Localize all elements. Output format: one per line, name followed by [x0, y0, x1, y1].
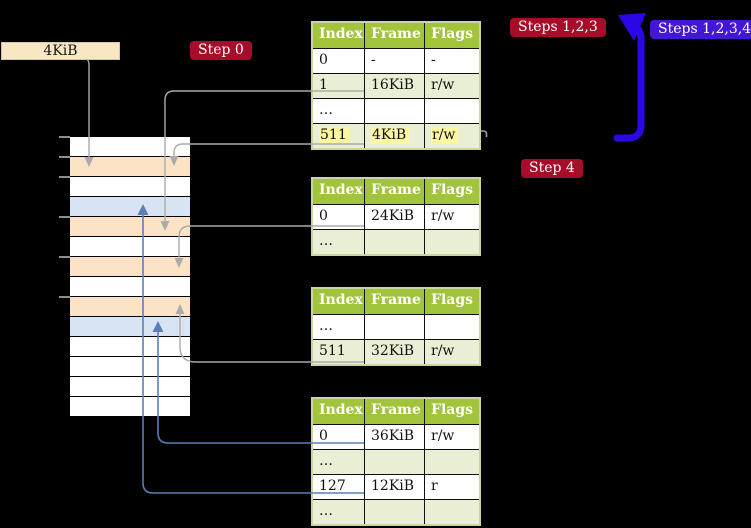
cell-frame — [364, 500, 424, 524]
cell-frame: 16KiB — [364, 74, 424, 98]
column-header-index: Index — [319, 182, 363, 198]
cell-flags: r/w — [424, 425, 479, 449]
column-header-flags: Flags — [424, 289, 479, 314]
highlighted-value: 511 — [319, 127, 350, 144]
cell-index: 511 — [313, 124, 364, 148]
table-row: … — [313, 499, 479, 524]
table-row: 127 12KiB r — [313, 474, 479, 499]
page-table-3: Index Frame Flags … 511 32KiB r/w — [311, 287, 481, 366]
memory-frame-row-5 — [70, 237, 190, 257]
steps1234-badge: Steps 1,2,3,4 — [650, 20, 751, 39]
cell-index: … — [319, 233, 333, 249]
table-row: 511 32KiB r/w — [313, 339, 479, 364]
cell-flags: r/w — [424, 124, 479, 148]
cell-index: 511 — [319, 343, 346, 359]
table1-recursive-stub-icon — [481, 130, 488, 137]
address-tick-icon — [59, 216, 70, 218]
memory-frame-row-2 — [70, 177, 190, 197]
table2-header-row: Index Frame Flags — [313, 179, 479, 204]
step0-badge: Step 0 — [190, 41, 252, 60]
cell-index: 0 — [319, 428, 328, 444]
address-tick-icon — [59, 136, 70, 138]
table4-header-row: Index Frame Flags — [313, 399, 479, 424]
memory-frame-row-12 — [70, 377, 190, 397]
highlighted-value: 4KiB — [371, 127, 410, 144]
table-row: … — [313, 98, 479, 123]
table-row-highlighted: 511 4KiB r/w — [313, 123, 479, 148]
column-header-flags: Flags — [424, 179, 479, 204]
page-table-4: Index Frame Flags 0 36KiB r/w … 127 12Ki… — [311, 397, 481, 526]
table-row: … — [313, 314, 479, 339]
cell-frame — [364, 450, 424, 474]
column-header-frame: Frame — [364, 289, 424, 314]
column-header-index: Index — [319, 26, 363, 42]
cell-index: … — [319, 318, 333, 334]
cell-index: 0 — [319, 52, 328, 68]
memory-frame-row-0 — [70, 137, 190, 157]
cell-frame — [364, 99, 424, 123]
table-row: 0 36KiB r/w — [313, 424, 479, 449]
cell-frame — [364, 230, 424, 254]
table-row: 0 - - — [313, 48, 479, 73]
cell-flags — [424, 450, 479, 474]
column-header-index: Index — [319, 402, 363, 418]
column-header-flags: Flags — [424, 399, 479, 424]
address-tick-icon — [59, 256, 70, 258]
memory-frame-row-13 — [70, 397, 190, 417]
column-header-index: Index — [319, 292, 363, 308]
table1-header-row: Index Frame Flags — [313, 23, 479, 48]
cell-frame: 32KiB — [364, 340, 424, 364]
cell-index: … — [319, 503, 333, 519]
cell-flags — [424, 315, 479, 339]
memory-frame-row-7 — [70, 277, 190, 297]
memory-column — [70, 137, 190, 417]
cell-frame: 12KiB — [364, 475, 424, 499]
table3-header-row: Index Frame Flags — [313, 289, 479, 314]
memory-frame-row-3 — [70, 197, 190, 217]
page-table-2: Index Frame Flags 0 24KiB r/w … — [311, 177, 481, 256]
memory-frame-row-9 — [70, 317, 190, 337]
cell-index: 127 — [319, 478, 346, 494]
cell-flags: r — [424, 475, 479, 499]
page-table-1: Index Frame Flags 0 - - 1 16KiB r/w … 51… — [311, 21, 481, 150]
step4-badge: Step 4 — [521, 159, 583, 178]
cell-frame: - — [364, 49, 424, 73]
column-header-frame: Frame — [364, 179, 424, 204]
cell-frame: 36KiB — [364, 425, 424, 449]
memory-frame-row-8 — [70, 297, 190, 317]
address-tick-icon — [59, 176, 70, 178]
cell-frame: 4KiB — [364, 124, 424, 148]
table-row: … — [313, 229, 479, 254]
cell-flags: r/w — [424, 74, 479, 98]
column-header-frame: Frame — [364, 23, 424, 48]
address-tick-icon — [59, 156, 70, 158]
column-header-flags: Flags — [424, 23, 479, 48]
address-tick-icon — [59, 296, 70, 298]
column-header-frame: Frame — [364, 399, 424, 424]
memory-frame-row-11 — [70, 357, 190, 377]
cell-index: 0 — [319, 208, 328, 224]
cell-frame — [364, 315, 424, 339]
cell-flags — [424, 500, 479, 524]
table-row: 1 16KiB r/w — [313, 73, 479, 98]
cell-index: 1 — [319, 77, 328, 93]
steps123-badge: Steps 1,2,3 — [510, 18, 606, 37]
memory-frame-row-10 — [70, 337, 190, 357]
memory-frame-row-4 — [70, 217, 190, 237]
cell-index: … — [319, 102, 333, 118]
table-row: … — [313, 449, 479, 474]
recursive-loop-arrow-icon — [613, 13, 646, 142]
memory-frame-row-1 — [70, 157, 190, 177]
cell-flags — [424, 99, 479, 123]
frame-address-label: 4KiB — [1, 42, 120, 60]
cell-flags: r/w — [424, 340, 479, 364]
table-row: 0 24KiB r/w — [313, 204, 479, 229]
highlighted-value: r/w — [431, 127, 459, 144]
cell-flags: - — [424, 49, 479, 73]
cell-flags — [424, 230, 479, 254]
cell-flags: r/w — [424, 205, 479, 229]
cell-frame: 24KiB — [364, 205, 424, 229]
cell-index: … — [319, 453, 333, 469]
memory-frame-row-6 — [70, 257, 190, 277]
